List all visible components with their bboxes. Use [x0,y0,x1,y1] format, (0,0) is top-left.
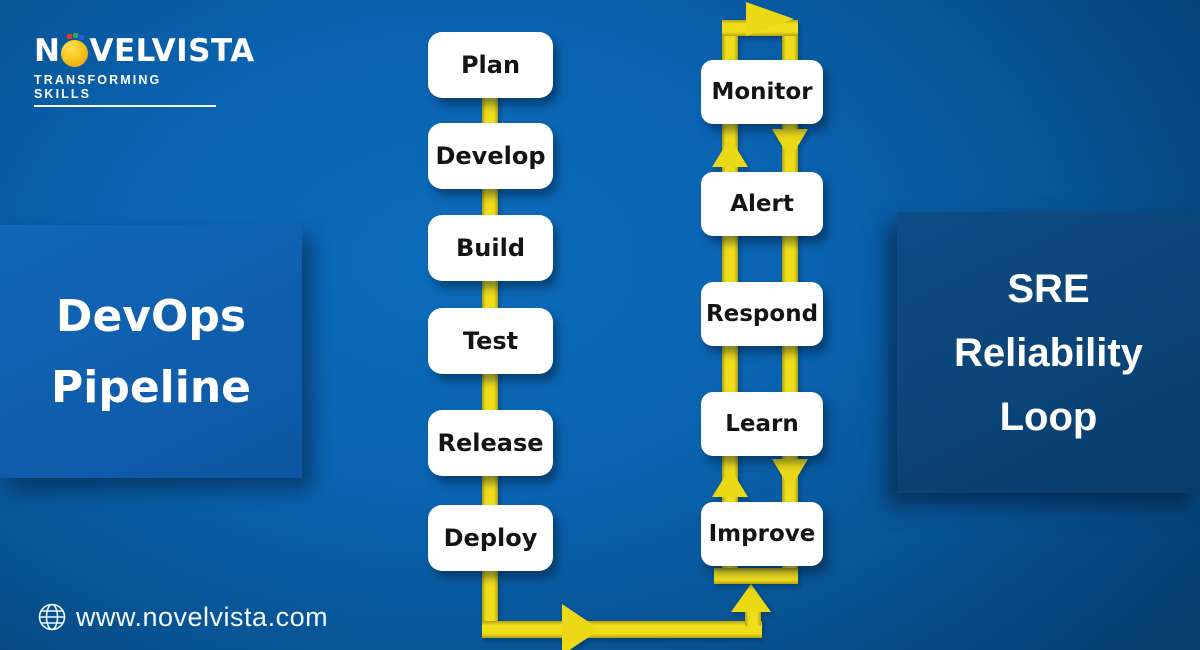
sre-title-line3: Loop [999,394,1098,439]
pipeline-step-plan: Plan [428,32,553,98]
loop-step-learn: Learn [701,392,823,456]
loop-step-alert: Alert [701,172,823,236]
loop-arrow-up-icon [712,468,748,497]
flow-arrow-up-icon [731,584,771,612]
logo-text-suffix: VELVISTA [89,33,255,69]
devops-title-line2: Pipeline [51,361,251,413]
flow-arrow-right-icon [562,604,600,650]
pipeline-bottom-line [482,621,762,638]
loop-top-arrow-right-icon [746,2,794,36]
loop-step-respond: Respond [701,282,823,346]
loop-step-monitor: Monitor [701,60,823,124]
pipeline-step-deploy: Deploy [428,505,553,571]
loop-arrow-up-icon [712,138,748,167]
logo-pixel-green [73,33,79,38]
website-text: www.novelvista.com [76,601,329,632]
logo-text-prefix: N [34,33,61,69]
loop-arrow-down-icon [772,129,808,159]
devops-title-line1: DevOps [55,290,247,342]
globe-icon [38,603,66,631]
pipeline-step-build: Build [428,215,553,281]
footer: www.novelvista.com [36,601,328,633]
pipeline-step-release: Release [428,410,553,476]
logo-pixel-blue [79,35,85,40]
pipeline-step-test: Test [428,308,553,374]
sre-title-line2: Reliability [954,330,1143,375]
logo-tagline: TRANSFORMING SKILLS [34,73,216,107]
logo-wordmark: N VELVISTA [34,33,255,69]
sre-title-panel: SRE Reliability Loop [897,212,1200,493]
loop-arrow-down-icon [772,459,808,489]
logo-pixel-red [67,34,73,39]
devops-title-panel: DevOps Pipeline [0,225,302,478]
pipeline-step-develop: Develop [428,123,553,189]
sre-title-line1: SRE [1007,266,1090,311]
loop-bottom-bar [714,568,798,584]
logo-ball-icon [61,33,89,67]
novelvista-logo: N VELVISTA TRANSFORMING SKILLS [34,33,255,107]
loop-step-improve: Improve [701,502,823,566]
